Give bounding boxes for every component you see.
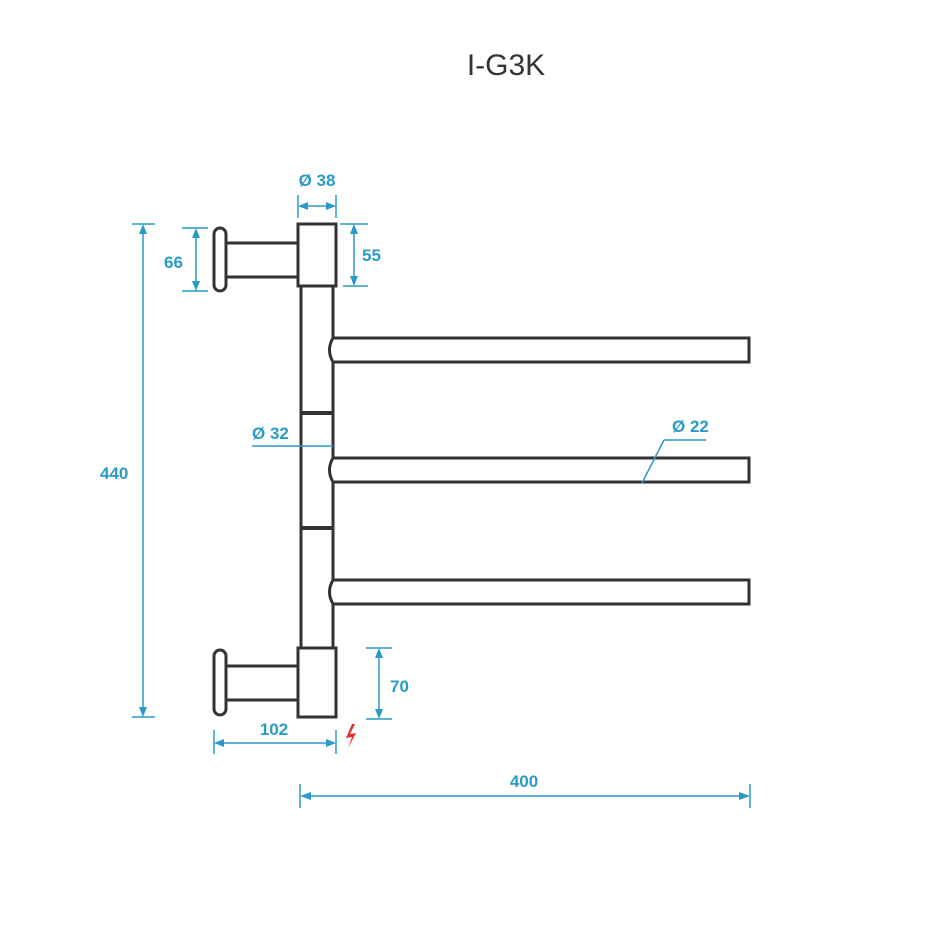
dim-overall-height: 440 bbox=[100, 223, 155, 718]
svg-text:Ø 32: Ø 32 bbox=[252, 424, 289, 443]
svg-text:Ø 38: Ø 38 bbox=[299, 171, 336, 190]
svg-text:102: 102 bbox=[260, 720, 288, 739]
lightning-icon bbox=[346, 724, 356, 748]
dim-vertical-tube-diameter: Ø 32 bbox=[252, 424, 333, 447]
top-wall-flange bbox=[212, 226, 228, 293]
svg-text:440: 440 bbox=[100, 464, 128, 483]
dim-top-post-height: 55 bbox=[340, 223, 381, 287]
svg-text:55: 55 bbox=[362, 246, 381, 265]
dim-wall-depth: 102 bbox=[213, 720, 337, 754]
svg-text:66: 66 bbox=[164, 253, 183, 272]
dim-top-post-diameter: Ø 38 bbox=[297, 171, 337, 218]
bottom-post bbox=[296, 646, 338, 719]
dim-bottom-post-height: 70 bbox=[366, 647, 409, 720]
top-wall-arm bbox=[222, 241, 304, 279]
dim-arm-diameter: Ø 22 bbox=[641, 417, 709, 484]
svg-text:70: 70 bbox=[390, 677, 409, 696]
arm-3 bbox=[328, 578, 751, 606]
svg-text:Ø 22: Ø 22 bbox=[672, 417, 709, 436]
top-post bbox=[296, 222, 338, 288]
bottom-wall-flange bbox=[212, 648, 228, 717]
drawing-title: I-G3K bbox=[467, 49, 545, 82]
arm-2 bbox=[328, 456, 751, 484]
dim-top-mount-height: 66 bbox=[164, 227, 208, 292]
dim-arm-length: 400 bbox=[299, 772, 751, 808]
svg-text:400: 400 bbox=[510, 772, 538, 791]
arm-1 bbox=[328, 336, 751, 364]
bottom-wall-arm bbox=[222, 664, 304, 702]
